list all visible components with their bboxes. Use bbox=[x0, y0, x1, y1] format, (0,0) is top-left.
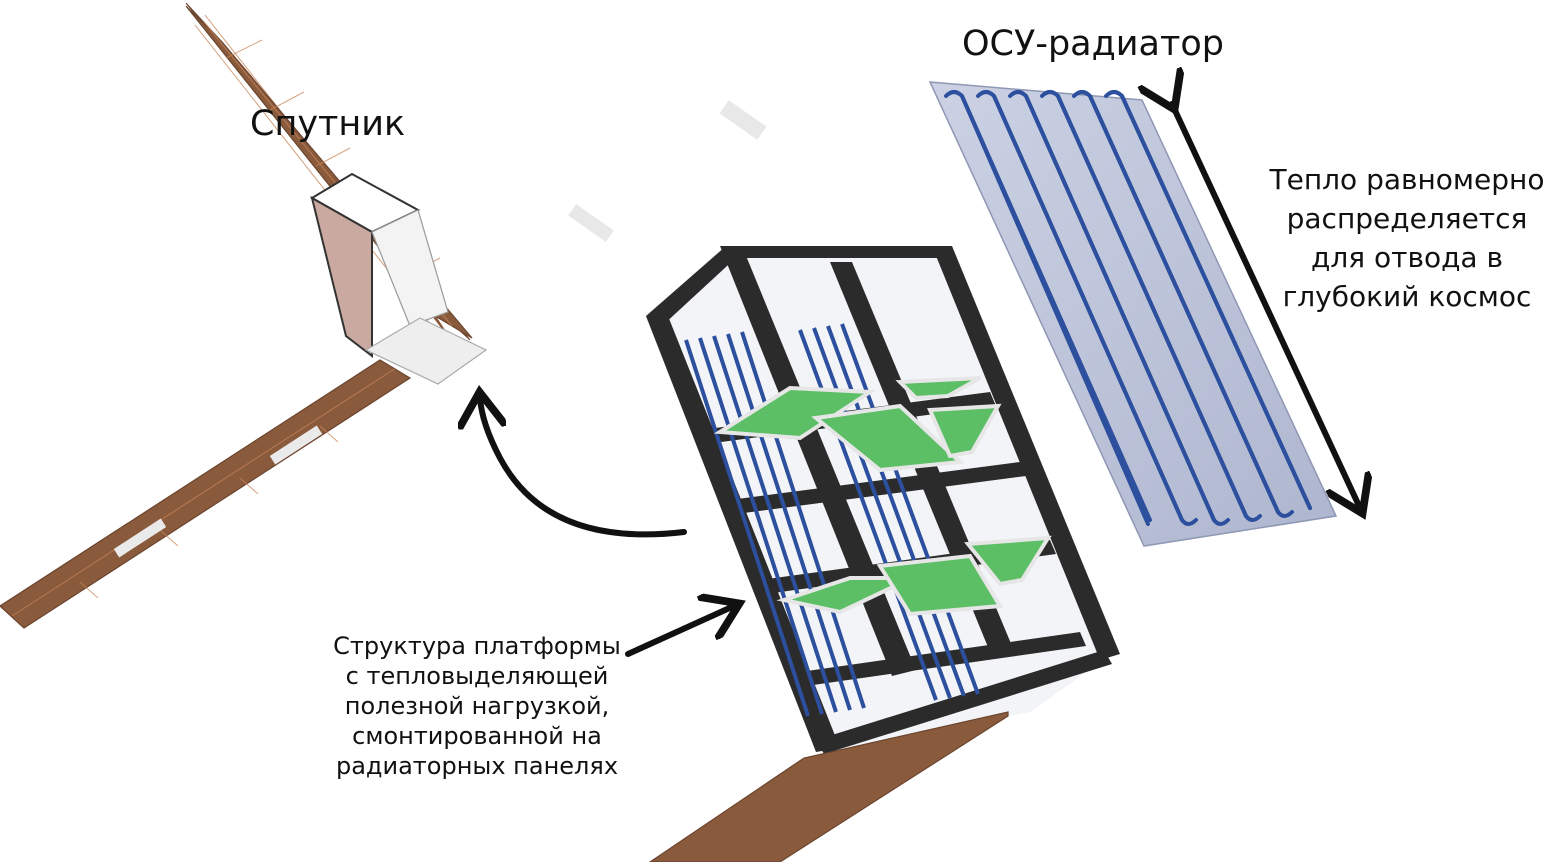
heat-distribution-label: Тепло равномерно распределяется для отво… bbox=[1262, 160, 1552, 316]
arrows bbox=[480, 104, 1360, 657]
radiator-label: ОСУ-радиатор bbox=[962, 24, 1225, 64]
heat-label-line: для отвода в bbox=[1311, 241, 1503, 274]
arrow-label-to-structure bbox=[625, 606, 734, 657]
structure-label-line: смонтированной на bbox=[352, 722, 602, 750]
structure-label-line: с тепловыделяющей bbox=[345, 662, 609, 690]
arrow-structure-to-satellite bbox=[480, 398, 687, 538]
solar-wing-bottom bbox=[648, 711, 1009, 862]
structure-label-line: Структура платформы bbox=[333, 632, 621, 660]
solar-wing-lower-left bbox=[0, 359, 412, 629]
heat-label-line: Тепло равномерно bbox=[1269, 163, 1545, 196]
satellite-label: Спутник bbox=[250, 104, 406, 144]
wing-hinge bbox=[719, 100, 767, 140]
wing-hinge bbox=[568, 204, 614, 242]
wing-hinge bbox=[269, 425, 323, 465]
lower-wing-cell-lines bbox=[11, 367, 397, 617]
heat-label-line: распределяется bbox=[1286, 202, 1528, 235]
platform-structure-label: Структура платформы с тепловыделяющей по… bbox=[318, 631, 636, 781]
payload-cards bbox=[713, 376, 1052, 617]
structure-label-line: полезной нагрузкой, bbox=[344, 692, 610, 720]
satellite-body bbox=[310, 172, 488, 385]
wing-hinge bbox=[113, 518, 167, 558]
heat-label-line: глубокий космос bbox=[1282, 280, 1532, 313]
arrow-heat-spread bbox=[1172, 104, 1360, 508]
structure-label-line: радиаторных панелях bbox=[335, 752, 619, 780]
